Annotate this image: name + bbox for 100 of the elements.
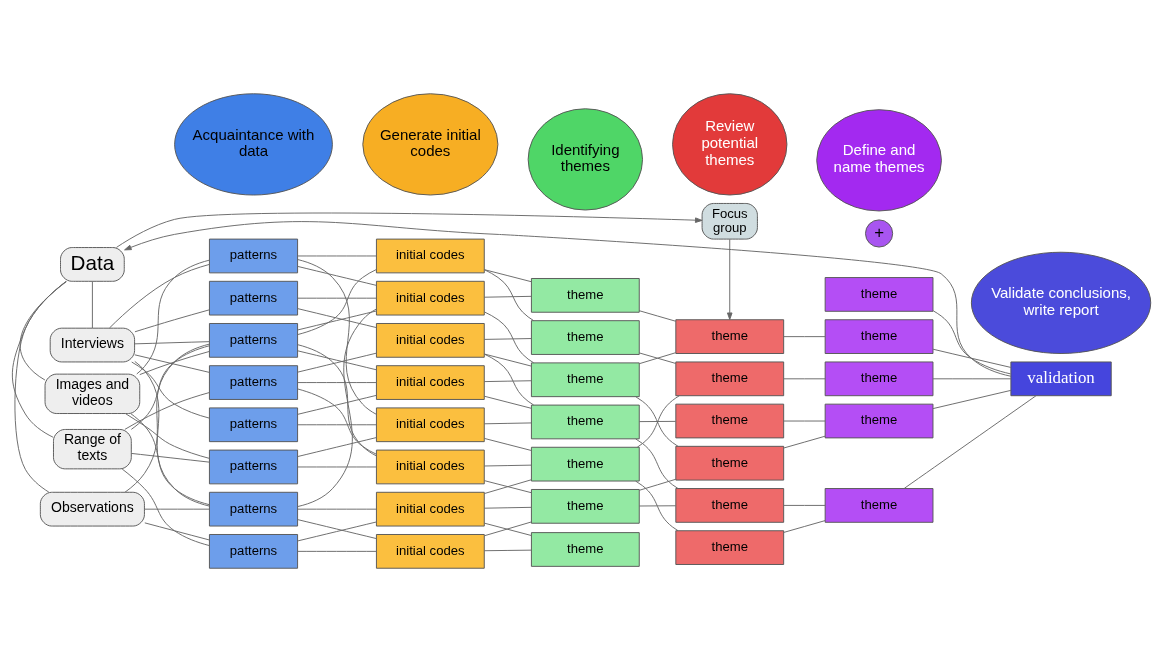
node-box: theme (530, 488, 640, 524)
connector (483, 506, 532, 509)
connector (297, 436, 377, 457)
node-ellipse: Define and name themes (816, 108, 942, 211)
node-box: initial codes (375, 364, 485, 400)
connector (783, 504, 826, 506)
connector (131, 452, 210, 463)
node-box: patterns (208, 449, 299, 484)
connector (783, 377, 826, 379)
node-box: theme (530, 531, 640, 567)
node-box: patterns (208, 406, 299, 442)
connector (144, 508, 210, 510)
connector (297, 308, 377, 507)
connector (484, 268, 535, 321)
node-box: theme (675, 360, 785, 396)
node-box: patterns (208, 533, 299, 569)
connector (932, 309, 1011, 374)
connector (484, 311, 535, 363)
node-box: theme (824, 318, 934, 354)
node-ellipse: Validate conclusions, write report (970, 251, 1152, 354)
node-ellipse: Identifying themes (527, 107, 643, 210)
connector (783, 519, 826, 533)
connector (124, 343, 210, 493)
connector (125, 412, 210, 459)
node-ellipse: Acquaintance with data (174, 92, 333, 195)
node-box: patterns (208, 280, 299, 316)
arrow (124, 220, 1012, 377)
node-box: theme (824, 403, 934, 438)
node-box: Images and videos (44, 373, 141, 414)
connector (297, 423, 377, 425)
node-circle: + (865, 218, 894, 248)
connector (297, 265, 377, 286)
connector (11, 280, 67, 438)
node-box: theme (675, 487, 785, 523)
connector (783, 435, 826, 448)
node-box: theme (530, 446, 640, 481)
connector (297, 508, 377, 510)
connector (932, 389, 1012, 409)
connector (297, 550, 377, 552)
node-box: validation (1010, 360, 1112, 396)
node-box: theme (530, 319, 640, 355)
connector (297, 388, 377, 455)
node-box: patterns (208, 238, 299, 273)
node-box: initial codes (375, 449, 485, 484)
connector (783, 335, 826, 337)
node-box: theme (824, 276, 934, 312)
connector (638, 351, 677, 364)
connector (932, 348, 1012, 368)
connector (635, 437, 679, 489)
node-box: Focus group (701, 202, 758, 240)
connector (121, 468, 210, 546)
connector (19, 280, 67, 380)
connector (932, 377, 1012, 379)
connector (134, 360, 210, 506)
connector (297, 258, 377, 415)
node-box: theme (824, 360, 934, 396)
connector (638, 420, 677, 422)
connector (297, 394, 377, 415)
connector (297, 255, 377, 256)
connector (134, 353, 210, 373)
connector (483, 421, 532, 424)
connector (124, 391, 210, 430)
arrow (116, 212, 703, 248)
connector (130, 412, 210, 505)
connector (638, 504, 677, 506)
connector (14, 280, 67, 493)
node-box: theme (530, 404, 640, 439)
node-box: initial codes (375, 322, 485, 358)
node-box: initial codes (375, 238, 485, 273)
connector (297, 297, 377, 299)
connector (903, 394, 1037, 489)
connector (131, 361, 210, 419)
node-box: patterns (208, 322, 299, 358)
node-box: theme (530, 277, 640, 313)
connector (134, 308, 210, 332)
node-box: Range of texts (53, 428, 132, 469)
node-ellipse: Review potential themes (672, 92, 788, 195)
connector (139, 350, 210, 375)
connector (635, 480, 679, 531)
connector (297, 268, 377, 335)
node-box: theme (675, 318, 785, 354)
connector (484, 353, 535, 405)
node-box: Observations (39, 491, 145, 526)
connector (483, 549, 532, 551)
connector (483, 395, 532, 409)
connector (783, 420, 826, 421)
node-box: patterns (208, 364, 299, 400)
node-box: patterns (208, 491, 299, 526)
node-box: initial codes (375, 533, 485, 569)
connector (130, 344, 210, 430)
node-box: theme (675, 403, 785, 438)
connector (144, 521, 210, 540)
connector (483, 295, 532, 298)
node-box: Data (60, 246, 125, 282)
connector (136, 259, 210, 374)
node-box: initial codes (375, 280, 485, 316)
connector (483, 437, 532, 451)
connector (297, 343, 377, 456)
node-ellipse: Generate initial codes (362, 92, 499, 195)
node-box: initial codes (375, 491, 485, 526)
